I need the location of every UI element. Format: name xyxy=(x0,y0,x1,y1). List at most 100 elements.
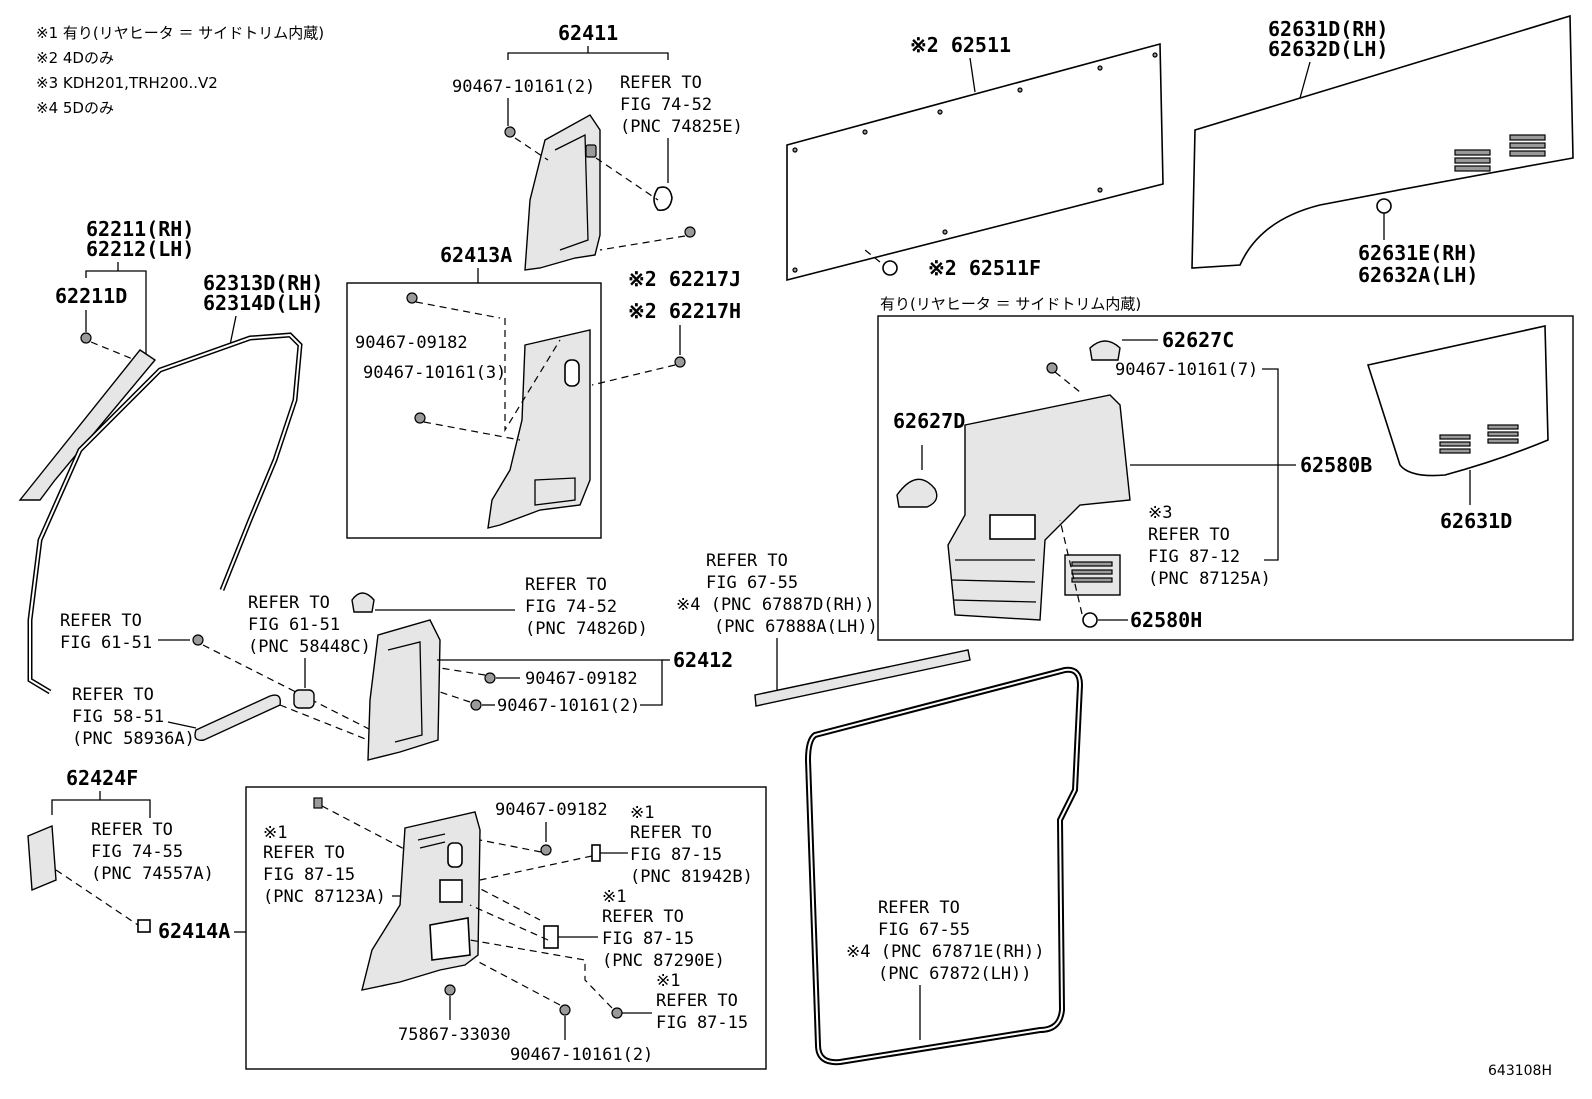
label-62511: ※2 62511 xyxy=(910,33,1011,57)
refer-74-52-a-line3: (PNC 74825E) xyxy=(620,117,743,137)
label-62631D-RH: 62631D(RH) xyxy=(1268,17,1388,41)
clip-81942b xyxy=(591,844,601,862)
bumper-58448c xyxy=(293,689,315,709)
refer-87-15-d-line1: ※1 xyxy=(656,971,680,991)
label-62412: 62412 xyxy=(673,648,733,672)
pillar-trim-62411 xyxy=(524,114,601,271)
note-3: ※3 KDH201,TRH200..V2 xyxy=(36,74,218,92)
label-62580H: 62580H xyxy=(1130,608,1202,632)
cap-62627c xyxy=(1089,340,1121,361)
clip-icon xyxy=(611,1007,623,1019)
refer-67-55-b-line3: ※4 (PNC 67871E(RH)) xyxy=(846,942,1044,962)
note-2: ※2 4Dのみ xyxy=(36,49,114,67)
refer-58-51-line2: FIG 58-51 xyxy=(72,707,164,727)
connector-87290e xyxy=(543,925,559,949)
part-62412-group: REFER TO FIG 61-51 REFER TO FIG 61-51 (P… xyxy=(60,575,733,761)
refer-67-55-b-line4: (PNC 67872(LH)) xyxy=(878,964,1032,984)
hook-62424F xyxy=(27,824,57,892)
refer-87-15-b-line1: ※1 xyxy=(630,803,654,823)
label-62424F: 62424F xyxy=(66,766,138,790)
refer-87-15-a-line1: ※1 xyxy=(263,823,287,843)
refer-87-12-line4: (PNC 87125A) xyxy=(1148,569,1271,589)
label-90467-10161-2-bot: 90467-10161(2) xyxy=(510,1045,653,1065)
refer-87-15-a-line3: FIG 87-15 xyxy=(263,865,355,885)
label-62627C: 62627C xyxy=(1162,328,1234,352)
clip-icon xyxy=(540,844,552,856)
panel-62631D-small xyxy=(1366,325,1549,477)
refer-87-12-line3: FIG 87-12 xyxy=(1148,547,1240,567)
label-90467-10161-3: 90467-10161(3) xyxy=(363,363,506,383)
label-62313D-RH: 62313D(RH) xyxy=(203,271,323,295)
box-62414A xyxy=(245,786,767,1070)
part-62424F-group: 62424F REFER TO FIG 74-55 (PNC 74557A) 6… xyxy=(27,766,246,943)
label-62411: 62411 xyxy=(558,21,618,45)
label-90467-10161-2-mid: 90467-10161(2) xyxy=(497,696,640,716)
clip-icon xyxy=(559,1004,571,1016)
label-62414A: 62414A xyxy=(158,919,230,943)
clip-icon xyxy=(414,412,426,424)
label-62413A: 62413A xyxy=(440,243,512,267)
refer-61-51-a-line1: REFER TO xyxy=(60,611,142,631)
refer-74-52-a-line2: FIG 74-52 xyxy=(620,95,712,115)
refer-61-51-b-line1: REFER TO xyxy=(248,593,330,613)
figure-code: 643108H xyxy=(1488,1063,1552,1079)
label-75867-33030: 75867-33030 xyxy=(398,1025,511,1045)
label-90467-10161-7: 90467-10161(7) xyxy=(1115,360,1258,380)
box-rear-heater xyxy=(877,315,1574,641)
part-62631D-group: 62631D(RH) 62632D(LH) 62631E(RH) 62632A(… xyxy=(1191,14,1574,287)
clip-62580h-icon xyxy=(1082,612,1098,628)
refer-61-51-b-line2: FIG 61-51 xyxy=(248,615,340,635)
refer-74-52-a-line1: REFER TO xyxy=(620,73,702,93)
door-weatherstrip-67871e xyxy=(804,666,1084,1066)
label-90467-10161-2-top: 90467-10161(2) xyxy=(452,77,595,97)
refer-74-55-line2: FIG 74-55 xyxy=(91,842,183,862)
refer-67-55-b-line2: FIG 67-55 xyxy=(878,920,970,940)
refer-87-15-c-line2: REFER TO xyxy=(602,907,684,927)
refer-87-15-b-line4: (PNC 81942B) xyxy=(630,867,753,887)
part-62511-group: ※2 62511 ※2 62511F xyxy=(786,33,1164,282)
refer-87-15-c-line3: FIG 87-15 xyxy=(602,929,694,949)
heater-box-title: 有り(リヤヒータ ＝ サイドトリム内蔵) xyxy=(880,295,1141,313)
clip-icon xyxy=(484,672,496,684)
label-62511F: ※2 62511F xyxy=(928,256,1041,280)
refer-87-15-c-line4: (PNC 87290E) xyxy=(602,951,725,971)
note-1: ※1 有り(リヤヒータ ＝ サイドトリム内蔵) xyxy=(36,24,324,42)
refer-74-55-line3: (PNC 74557A) xyxy=(91,864,214,884)
label-62211-RH: 62211(RH) xyxy=(86,217,194,241)
part-62411-group: 62411 90467-10161(2) REFER TO FIG 74-52 … xyxy=(452,21,743,271)
label-62631D: 62631D xyxy=(1440,509,1512,533)
refer-67-55-b-line1: REFER TO xyxy=(878,898,960,918)
panel-62631D xyxy=(1191,14,1574,269)
label-62217H: ※2 62217H xyxy=(628,299,741,323)
clip-icon xyxy=(406,292,418,304)
clip-75867-icon xyxy=(444,984,456,996)
refer-74-52-b-line1: REFER TO xyxy=(525,575,607,595)
refer-74-52-b-line3: (PNC 74826D) xyxy=(525,619,648,639)
clip-62211d-icon xyxy=(80,332,92,344)
refer-74-52-b-line2: FIG 74-52 xyxy=(525,597,617,617)
label-62217J: ※2 62217J xyxy=(628,267,741,291)
label-90467-09182-a: 90467-09182 xyxy=(355,333,468,353)
cap-74826d xyxy=(351,592,375,613)
refer-87-15-b-line3: FIG 87-15 xyxy=(630,845,722,865)
refer-58-51-line1: REFER TO xyxy=(72,685,154,705)
clip-62217h-icon xyxy=(674,356,686,368)
heater-box-group: 有り(リヤヒータ ＝ サイドトリム内蔵) 62627C 90467-10161(… xyxy=(877,295,1574,641)
cap-62627d xyxy=(896,478,938,508)
label-62314D-LH: 62314D(LH) xyxy=(203,291,323,315)
strip-67887d xyxy=(754,649,971,707)
clip-62631e-icon xyxy=(1376,198,1392,214)
refer-87-15-d-line3: FIG 87-15 xyxy=(656,1013,748,1033)
refer-58-51-line3: (PNC 58936A) xyxy=(72,729,195,749)
box-62414A-group: ※1 REFER TO FIG 87-15 (PNC 87123A) 90467… xyxy=(245,786,767,1070)
clip-62217j-icon xyxy=(684,226,696,238)
notes: ※1 有り(リヤヒータ ＝ サイドトリム内蔵) ※2 4Dのみ ※3 KDH20… xyxy=(36,24,324,117)
part-67871-group: REFER TO FIG 67-55 ※4 (PNC 67871E(RH)) (… xyxy=(804,666,1084,1066)
clip-icon xyxy=(470,699,482,711)
label-62211D: 62211D xyxy=(55,284,127,308)
part-62211-group: 62211(RH) 62212(LH) 62211D 62313D(RH) 62… xyxy=(18,217,323,695)
label-62632D-LH: 62632D(LH) xyxy=(1268,37,1388,61)
clip-icon xyxy=(1046,362,1058,374)
label-62212-LH: 62212(LH) xyxy=(86,237,194,261)
